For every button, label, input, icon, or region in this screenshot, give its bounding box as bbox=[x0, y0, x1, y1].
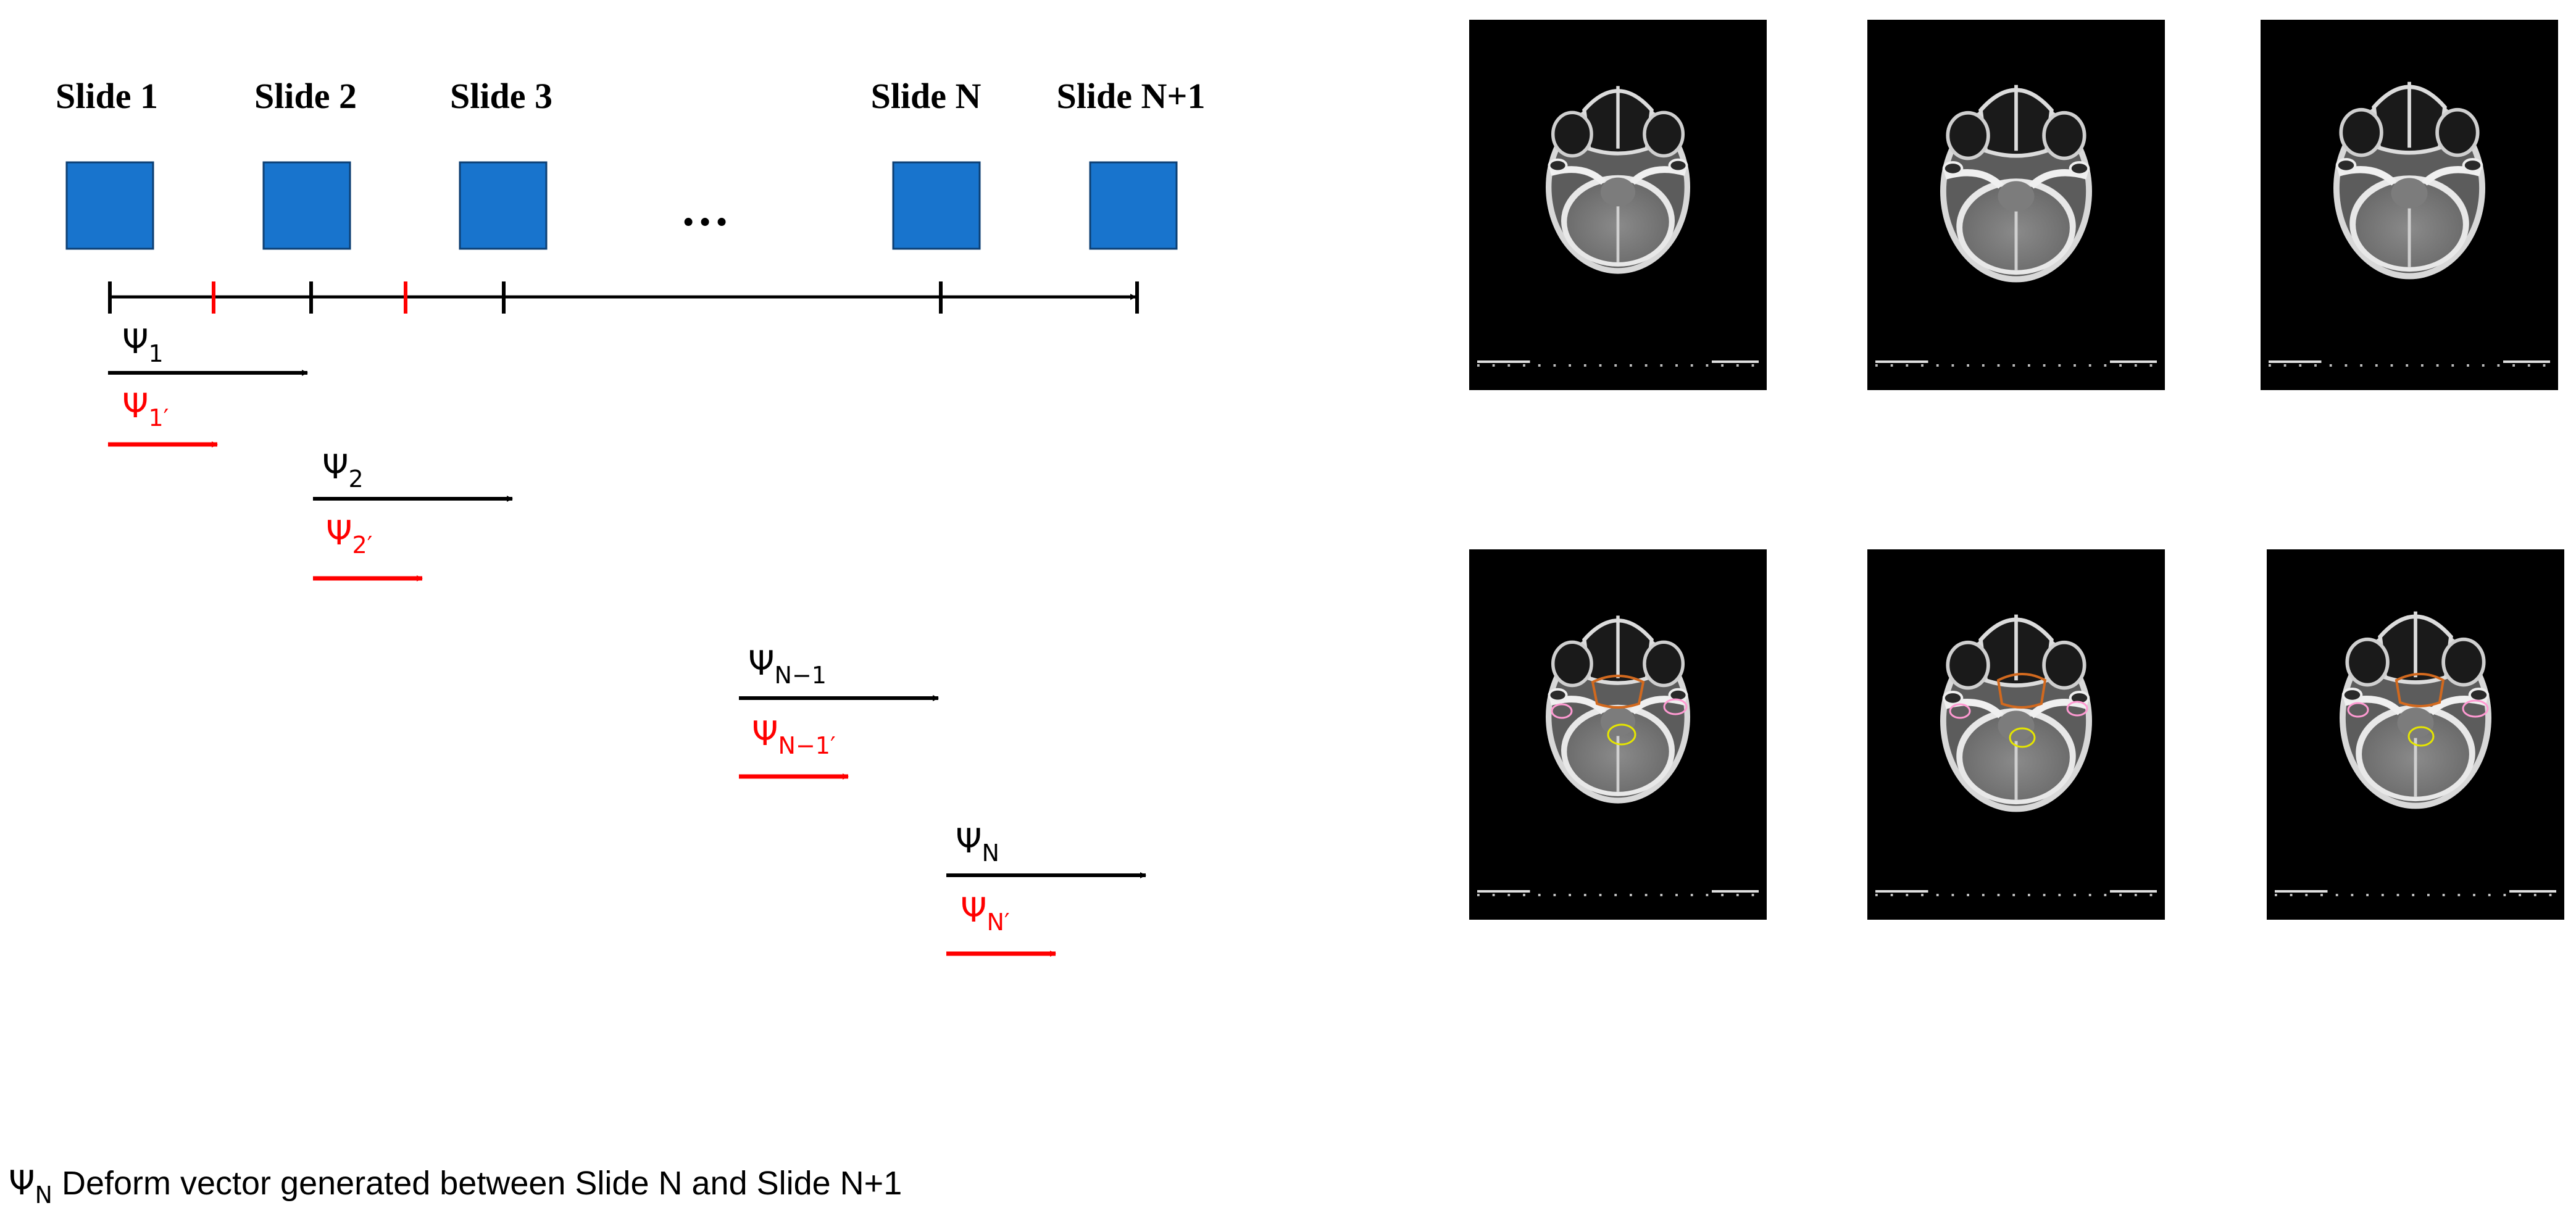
slide-label-n: Slide N bbox=[871, 76, 982, 116]
contour-pink-left-1 bbox=[1551, 703, 1573, 719]
contour-yellow-3 bbox=[2407, 726, 2435, 747]
ct-scan-1 bbox=[1469, 20, 1767, 390]
psi-1-prime-label: Ψ1′ bbox=[122, 386, 169, 431]
slide-label-2: Slide 2 bbox=[254, 76, 357, 116]
slide-box-1 bbox=[65, 161, 154, 250]
footnote: ΨN Deform vector generated between Slide… bbox=[9, 1164, 902, 1209]
psi-n-minus-1-label: ΨN−1 bbox=[748, 644, 827, 689]
contour-pink-right-3 bbox=[2462, 699, 2489, 718]
slide-label-n-plus-1: Slide N+1 bbox=[1057, 76, 1206, 116]
psi-2-label: Ψ2 bbox=[322, 448, 364, 493]
ct-scan-contour-2 bbox=[1867, 549, 2165, 920]
contour-yellow-2 bbox=[2009, 727, 2036, 748]
contour-pink-right-2 bbox=[2066, 701, 2088, 717]
psi-n-minus-1-prime-label: ΨN−1′ bbox=[752, 714, 836, 759]
ct-scan-2 bbox=[1867, 20, 2165, 390]
slide-box-n bbox=[892, 161, 981, 250]
psi-n-prime-label: ΨN′ bbox=[961, 891, 1010, 936]
contour-pink-left-2 bbox=[1949, 703, 1971, 719]
contour-yellow-1 bbox=[1607, 723, 1636, 746]
ct-scan-3 bbox=[2261, 20, 2558, 390]
slide-label-1: Slide 1 bbox=[56, 76, 158, 116]
slide-box-2 bbox=[262, 161, 351, 250]
psi-2-prime-label: Ψ2′ bbox=[326, 514, 372, 559]
contour-pink-right-1 bbox=[1663, 698, 1688, 715]
contour-orange-2 bbox=[1996, 673, 2047, 709]
slide-box-3 bbox=[459, 161, 548, 250]
ct-scan-contour-1 bbox=[1469, 549, 1767, 920]
contour-pink-left-3 bbox=[2347, 702, 2369, 718]
ellipsis: … bbox=[680, 182, 730, 236]
slide-box-n-plus-1 bbox=[1089, 161, 1178, 250]
contour-orange-1 bbox=[1591, 675, 1645, 709]
slide-label-3: Slide 3 bbox=[450, 76, 552, 116]
psi-1-label: Ψ1 bbox=[122, 322, 164, 367]
psi-n-label: ΨN bbox=[956, 822, 999, 867]
ct-scan-contour-3 bbox=[2267, 549, 2564, 920]
contour-orange-3 bbox=[2395, 673, 2445, 707]
